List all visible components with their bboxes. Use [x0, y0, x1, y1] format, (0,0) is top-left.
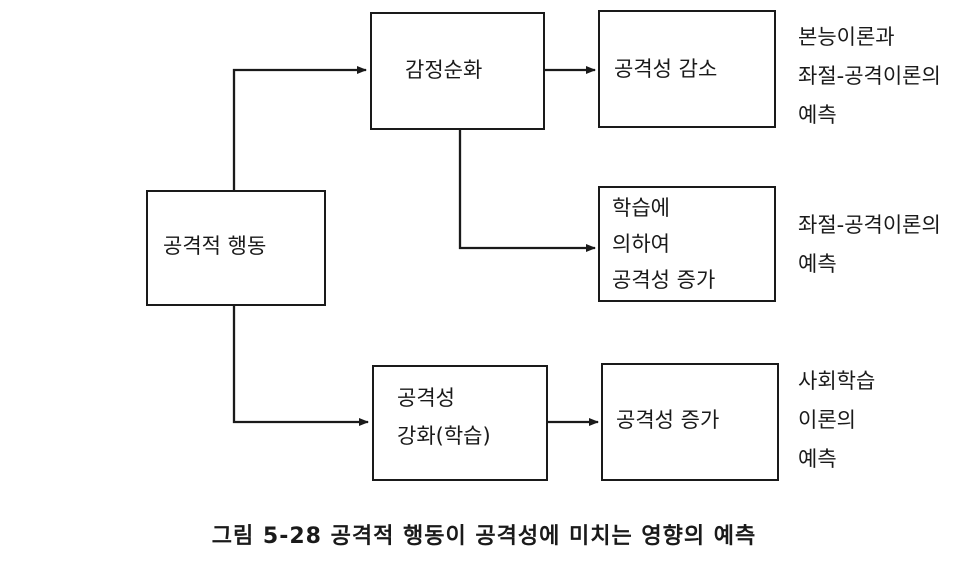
box-aggression-increase [601, 363, 779, 481]
figure-caption: 그림 5-28 공격적 행동이 공격성에 미치는 영향의 예측 [211, 524, 757, 549]
label-learned-line3: 공격성 증가 [612, 268, 716, 292]
arrow-source-to-reinforcement [232, 306, 369, 426]
box-aggression-decrease [598, 10, 776, 128]
box-aggressive-behavior [146, 190, 326, 306]
note-social-learning: 사회학습 이론의 예측 [798, 362, 875, 479]
label-reinforcement-line2: 강화(학습) [397, 424, 491, 448]
note-third-line2: 이론의 [798, 408, 856, 432]
box-reinforcement [372, 365, 548, 481]
label-learned-line1: 학습에 [612, 196, 670, 220]
box-learned-increase [598, 186, 776, 302]
note-first-line2: 좌절-공격이론의 [798, 64, 941, 88]
note-third-line1: 사회학습 [798, 369, 876, 393]
arrow-catharsis-to-learned [458, 130, 596, 252]
note-second-line2: 예측 [798, 252, 837, 276]
label-aggression-increase: 공격성 증가 [616, 408, 720, 432]
box-catharsis [370, 12, 545, 130]
note-second-line1: 좌절-공격이론의 [798, 213, 941, 237]
note-first-line3: 예측 [798, 103, 837, 127]
label-reinforcement-line1: 공격성 [397, 386, 455, 410]
label-learned-line2: 의하여 [612, 232, 670, 256]
note-first-line1: 본능이론과 [798, 25, 895, 49]
note-third-line3: 예측 [798, 447, 837, 471]
note-frustration: 좌절-공격이론의 예측 [798, 206, 941, 284]
label-aggressive-behavior: 공격적 행동 [163, 234, 267, 258]
label-aggression-decrease: 공격성 감소 [614, 57, 718, 81]
note-instinct-frustration: 본능이론과 좌절-공격이론의 예측 [798, 18, 941, 135]
arrow-source-to-catharsis [232, 66, 367, 190]
label-catharsis: 감정순화 [405, 58, 483, 82]
